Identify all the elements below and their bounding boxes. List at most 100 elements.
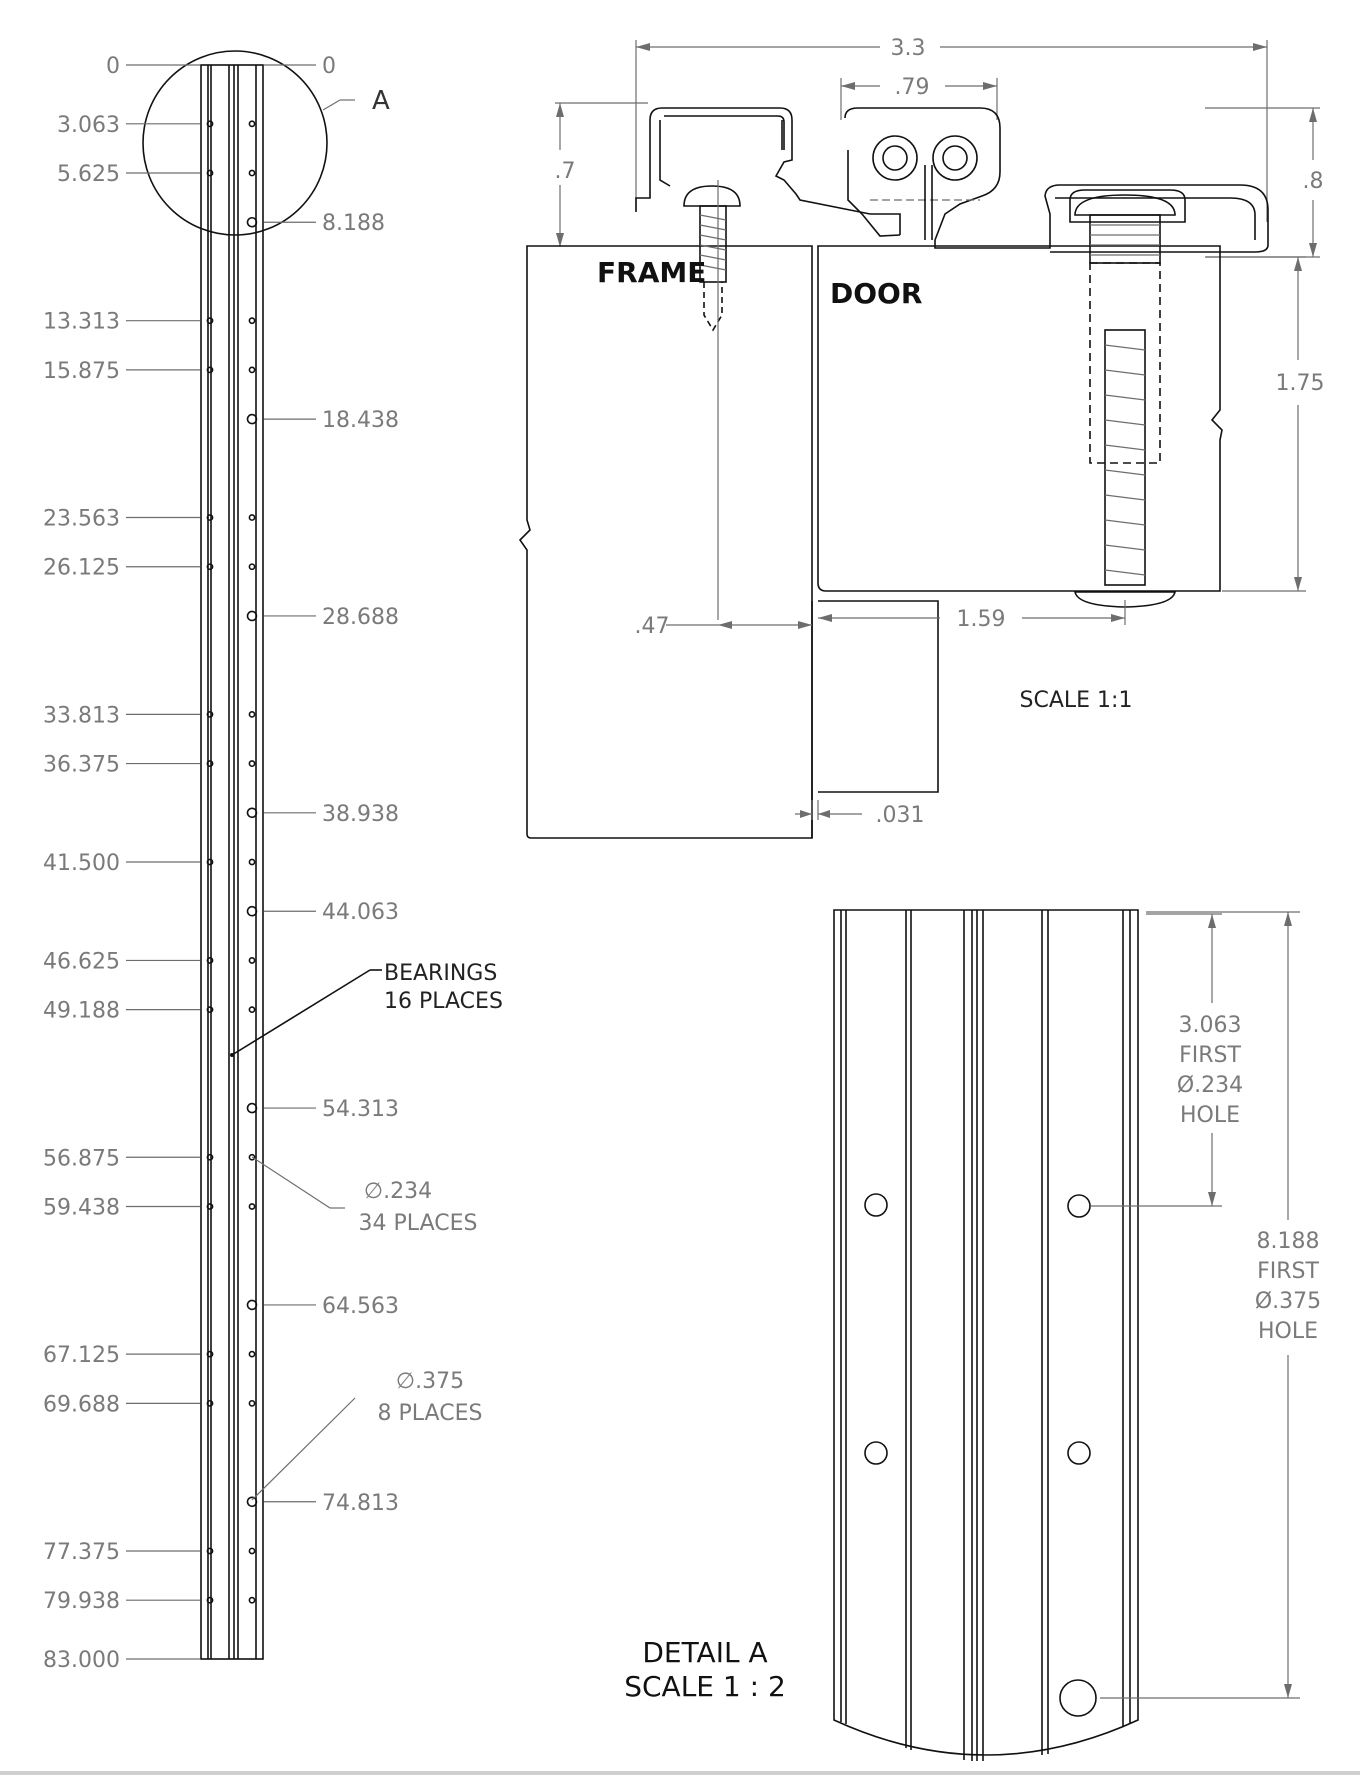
large-hole [246,216,258,228]
left-dim-value: 67.125 [43,1343,120,1368]
detail-hole-small-1 [864,1193,888,1217]
small-hole-right [248,169,256,177]
detail-hole-small-3 [864,1441,888,1465]
dim-first-large-4: HOLE [1258,1319,1318,1344]
dim-first-small-4: HOLE [1180,1103,1240,1128]
small-hole-left [206,514,214,521]
large-hole [246,1102,258,1114]
small-hole-left [206,169,214,177]
section-view: 3.3 .79 .7 .8 1.75 [518,36,1325,839]
door-screw [1074,194,1176,625]
left-dim-value: 13.313 [43,310,120,335]
small-hole-right [248,1596,256,1604]
dim-first-small-1: 3.063 [1179,1013,1242,1038]
left-dim-value: 26.125 [43,556,120,581]
small-hole-right [248,1006,256,1014]
frame-section [518,245,813,839]
right-dim-value: 8.188 [322,211,385,236]
right-dim-value: 64.563 [322,1294,399,1319]
left-dim-value: 46.625 [43,949,120,974]
bearings-note-line1: BEARINGS [384,961,497,986]
right-dim-value: 38.938 [322,802,399,827]
dim-first-large-3: Ø.375 [1255,1289,1321,1314]
detail-a-view: 3.063 FIRST Ø.234 HOLE 8.188 FIRST Ø.375… [624,909,1321,1761]
knuckle-gear-left [872,135,918,181]
large-hole-note-line2: 8 PLACES [378,1401,483,1426]
small-hole-right [248,366,256,374]
left-dim-value: 5.625 [57,162,120,187]
detail-callout-label: A [372,86,390,116]
left-dim-value: 83.000 [43,1648,120,1673]
dim-gap: .031 [876,803,925,828]
small-hole-left [206,1596,214,1604]
small-hole-left [206,858,214,866]
small-hole-right [248,563,256,571]
dim-door-height: 1.75 [1276,371,1325,396]
small-hole-left [206,563,214,571]
detail-title-line1: DETAIL A [642,1636,767,1669]
small-hole-right [248,858,256,866]
small-hole-right [248,1547,256,1555]
large-hole [246,610,258,622]
small-hole-right [248,514,256,521]
small-hole-left [206,957,214,964]
small-hole-left [206,366,214,374]
left-dim-value: 3.063 [57,113,120,138]
small-hole-right [248,120,256,128]
left-dim-value: 79.938 [43,1589,120,1614]
left-dim-value: 0 [106,54,120,79]
small-hole-note-line2: 34 PLACES [359,1211,478,1236]
small-hole-right [248,1399,256,1407]
dim-first-small-3: Ø.234 [1177,1073,1243,1098]
large-hole [246,1496,258,1508]
dim-overall-width: 3.3 [891,36,926,61]
small-hole-note-line1: ∅.234 [364,1179,432,1204]
dim-knuckle-width: .79 [895,75,930,100]
right-dim-value: 74.813 [322,1491,399,1516]
large-hole [246,905,258,917]
small-hole-left [206,760,214,767]
bearings-note-line2: 16 PLACES [384,989,503,1014]
large-hole [246,413,258,425]
left-dim-value: 41.500 [43,851,120,876]
section-scale-label: SCALE 1:1 [1020,688,1133,713]
large-hole [246,1299,258,1311]
door-section [817,245,1223,592]
left-dim-value: 15.875 [43,359,120,384]
left-dim-value: 69.688 [43,1392,120,1417]
detail-hole-small-2 [1067,1194,1091,1218]
knuckle-gear-right [932,135,978,181]
right-dim-value: 0 [322,54,336,79]
frame-screw [683,180,741,620]
left-dim-value: 56.875 [43,1146,120,1171]
left-dim-value: 49.188 [43,999,120,1024]
small-hole-left [206,1153,214,1161]
right-dim-value: 28.688 [322,605,399,630]
small-hole-left [206,120,214,128]
small-hole-right [248,710,256,718]
left-dim-value: 59.438 [43,1195,120,1220]
frame-label: FRAME [597,256,706,289]
right-dim-value: 54.313 [322,1097,399,1122]
door-label: DOOR [830,277,922,310]
dim-left-height: .7 [555,159,576,184]
dim-first-large-2: FIRST [1257,1259,1319,1284]
right-dim-value: 44.063 [322,900,399,925]
dim-right-height: .8 [1303,169,1324,194]
dim-frame-offset: .47 [635,614,670,639]
small-hole-left [206,317,214,325]
detail-a-outline [833,909,1139,1756]
hinge-elevation-view: A 03.0635.62513.31315.87523.56326.12533.… [43,50,503,1673]
small-hole-right [248,317,256,325]
right-dim-value: 18.438 [322,408,399,433]
dim-first-small-2: FIRST [1179,1043,1241,1068]
small-hole-right [248,957,256,964]
small-hole-left [206,710,214,718]
small-hole-right [248,760,256,767]
left-dim-value: 23.563 [43,507,120,532]
dim-door-offset: 1.59 [957,607,1006,632]
small-hole-left [206,1006,214,1014]
left-dim-value: 77.375 [43,1540,120,1565]
large-hole [246,807,258,819]
